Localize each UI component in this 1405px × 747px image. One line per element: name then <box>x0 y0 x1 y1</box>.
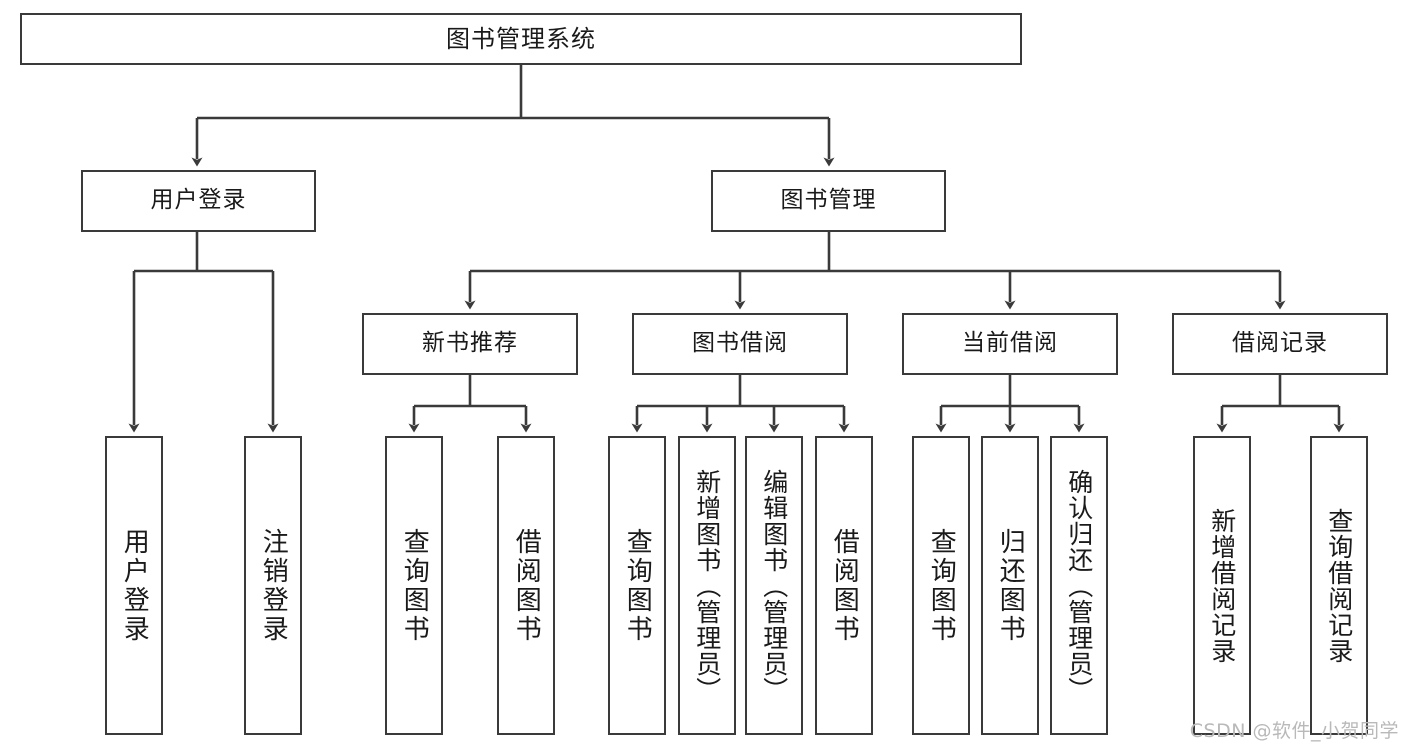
node-label: 查询图书 <box>622 527 653 644</box>
node-label: 查询借阅记录 <box>1324 507 1354 664</box>
leaf-query-book-borrow[interactable]: 查询图书 <box>608 436 666 735</box>
csdn-watermark: CSDN @软件_小贺同学 <box>1189 720 1399 742</box>
node-current-borrow[interactable]: 当前借阅 <box>902 313 1118 375</box>
node-user-login[interactable]: 用户登录 <box>81 170 316 232</box>
node-label: 借阅图书 <box>511 527 542 644</box>
node-label: 图书管理 <box>780 187 877 214</box>
node-label: 编辑图书（管理员） <box>759 468 789 703</box>
node-label: 归还图书 <box>995 527 1026 644</box>
node-label: 图书管理系统 <box>446 24 596 53</box>
leaf-logout[interactable]: 注销登录 <box>244 436 302 735</box>
node-label: 图书借阅 <box>692 330 788 357</box>
leaf-user-login[interactable]: 用户登录 <box>105 436 163 735</box>
node-label: 确认归还（管理员） <box>1064 468 1094 703</box>
node-label: 用户登录 <box>119 527 150 644</box>
node-label: 查询图书 <box>399 527 430 644</box>
node-label: 借阅图书 <box>829 527 860 644</box>
leaf-query-borrow-record[interactable]: 查询借阅记录 <box>1310 436 1368 735</box>
node-label: 借阅记录 <box>1232 330 1328 357</box>
leaf-query-book-new[interactable]: 查询图书 <box>385 436 443 735</box>
node-label: 注销登录 <box>258 527 289 644</box>
node-label: 新增借阅记录 <box>1207 507 1237 664</box>
node-label: 查询图书 <box>926 527 957 644</box>
node-book-borrow[interactable]: 图书借阅 <box>632 313 848 375</box>
leaf-query-book-current[interactable]: 查询图书 <box>912 436 970 735</box>
leaf-borrow-book-new[interactable]: 借阅图书 <box>497 436 555 735</box>
node-book-management[interactable]: 图书管理 <box>711 170 946 232</box>
leaf-borrow-book[interactable]: 借阅图书 <box>815 436 873 735</box>
leaf-confirm-return-admin[interactable]: 确认归还（管理员） <box>1050 436 1108 735</box>
leaf-add-book-admin[interactable]: 新增图书（管理员） <box>678 436 736 735</box>
node-label: 用户登录 <box>150 187 247 214</box>
leaf-edit-book-admin[interactable]: 编辑图书（管理员） <box>745 436 803 735</box>
node-label: 当前借阅 <box>962 330 1058 357</box>
node-label: 新书推荐 <box>422 330 518 357</box>
node-root-system[interactable]: 图书管理系统 <box>20 13 1022 65</box>
node-label: 新增图书（管理员） <box>692 468 722 703</box>
node-new-book-recommend[interactable]: 新书推荐 <box>362 313 578 375</box>
leaf-return-book[interactable]: 归还图书 <box>981 436 1039 735</box>
leaf-add-borrow-record[interactable]: 新增借阅记录 <box>1193 436 1251 735</box>
node-borrow-record[interactable]: 借阅记录 <box>1172 313 1388 375</box>
